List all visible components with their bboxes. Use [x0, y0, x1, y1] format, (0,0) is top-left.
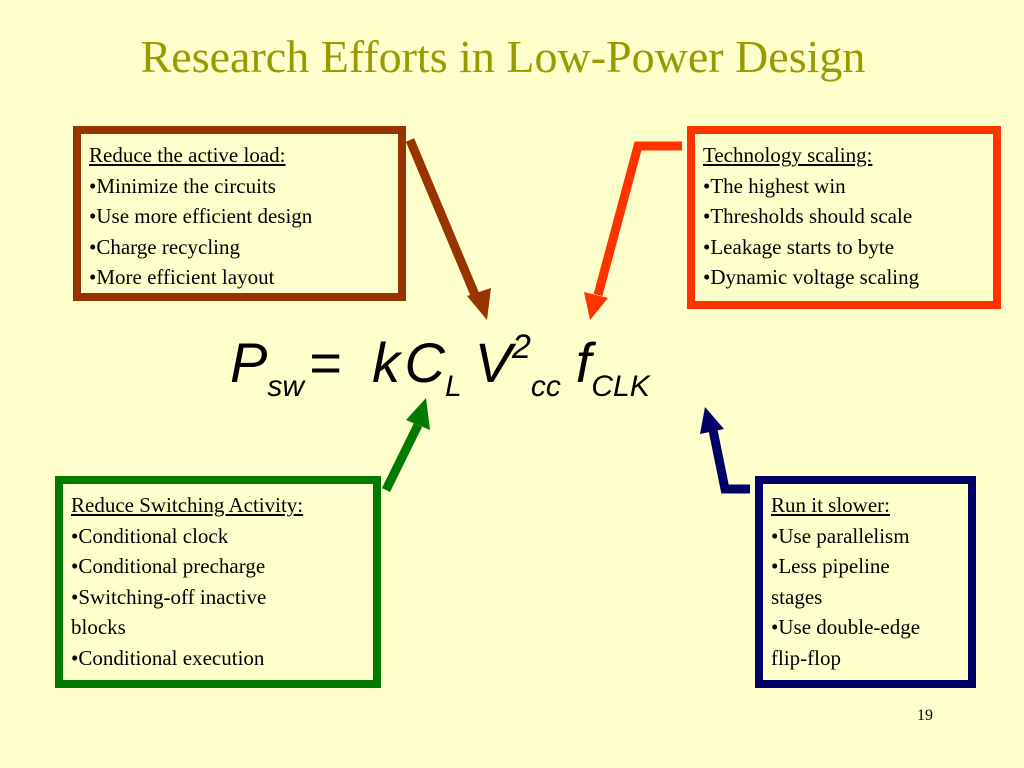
active-load-arrow [405, 138, 491, 320]
formula-voltage-exponent: 2 [511, 328, 531, 366]
formula-activity-factor: k [372, 331, 401, 394]
technology-scaling-item: •Dynamic voltage scaling [703, 265, 920, 289]
formula-power-symbol: P [230, 331, 268, 394]
run-slower-item: •Less pipeline [771, 554, 890, 578]
technology-scaling-arrow [584, 141, 682, 320]
technology-scaling-item: •Thresholds should scale [703, 204, 913, 228]
switching-activity-item: •Conditional precharge [71, 554, 266, 578]
active-load-box: Reduce the active load: •Minimize the ci… [73, 126, 406, 301]
run-slower-heading: Run it slower: [771, 493, 890, 517]
active-load-item: •Use more efficient design [89, 204, 313, 228]
formula-capacitance-subscript: L [445, 370, 462, 403]
technology-scaling-item: •Leakage starts to byte [703, 234, 895, 259]
power-formula: Psw = k CL V2 cc fCLK [230, 328, 650, 403]
active-load-item: •Minimize the circuits [89, 173, 276, 198]
run-slower-item: •Use double-edge [771, 615, 921, 639]
technology-scaling-item: •The highest win [703, 173, 846, 198]
page-number: 19 [917, 707, 933, 724]
switching-activity-item: •Conditional clock [71, 523, 229, 548]
slide-title: Research Efforts in Low-Power Design [140, 31, 866, 82]
switching-activity-heading: Reduce Switching Activity: [71, 493, 304, 517]
run-slower-box: Run it slower: •Use parallelism •Less pi… [755, 476, 976, 688]
switching-activity-box: Reduce Switching Activity: •Conditional … [55, 476, 381, 688]
technology-scaling-box: Technology scaling: •The highest win •Th… [687, 126, 1001, 309]
run-slower-arrow [700, 407, 750, 494]
formula-equals: = [308, 331, 342, 394]
formula-power-subscript: sw [267, 370, 305, 403]
formula-voltage-subscript: cc [530, 370, 561, 403]
run-slower-item: •Use parallelism [771, 523, 910, 548]
active-load-heading: Reduce the active load: [89, 143, 286, 167]
switching-activity-item: •Conditional execution [71, 645, 265, 670]
formula-frequency: f [575, 331, 592, 394]
active-load-item: •More efficient layout [89, 265, 275, 289]
active-load-item: •Charge recycling [89, 234, 240, 259]
switching-activity-arrow [381, 398, 430, 492]
switching-activity-item: •Switching-off inactive [71, 584, 267, 609]
run-slower-item: stages [771, 584, 823, 609]
switching-activity-item: blocks [71, 615, 126, 639]
formula-voltage: V [474, 331, 512, 394]
run-slower-item: flip-flop [771, 645, 841, 670]
technology-scaling-heading: Technology scaling: [703, 143, 873, 167]
formula-frequency-subscript: CLK [591, 370, 650, 403]
formula-capacitance: C [404, 331, 445, 394]
